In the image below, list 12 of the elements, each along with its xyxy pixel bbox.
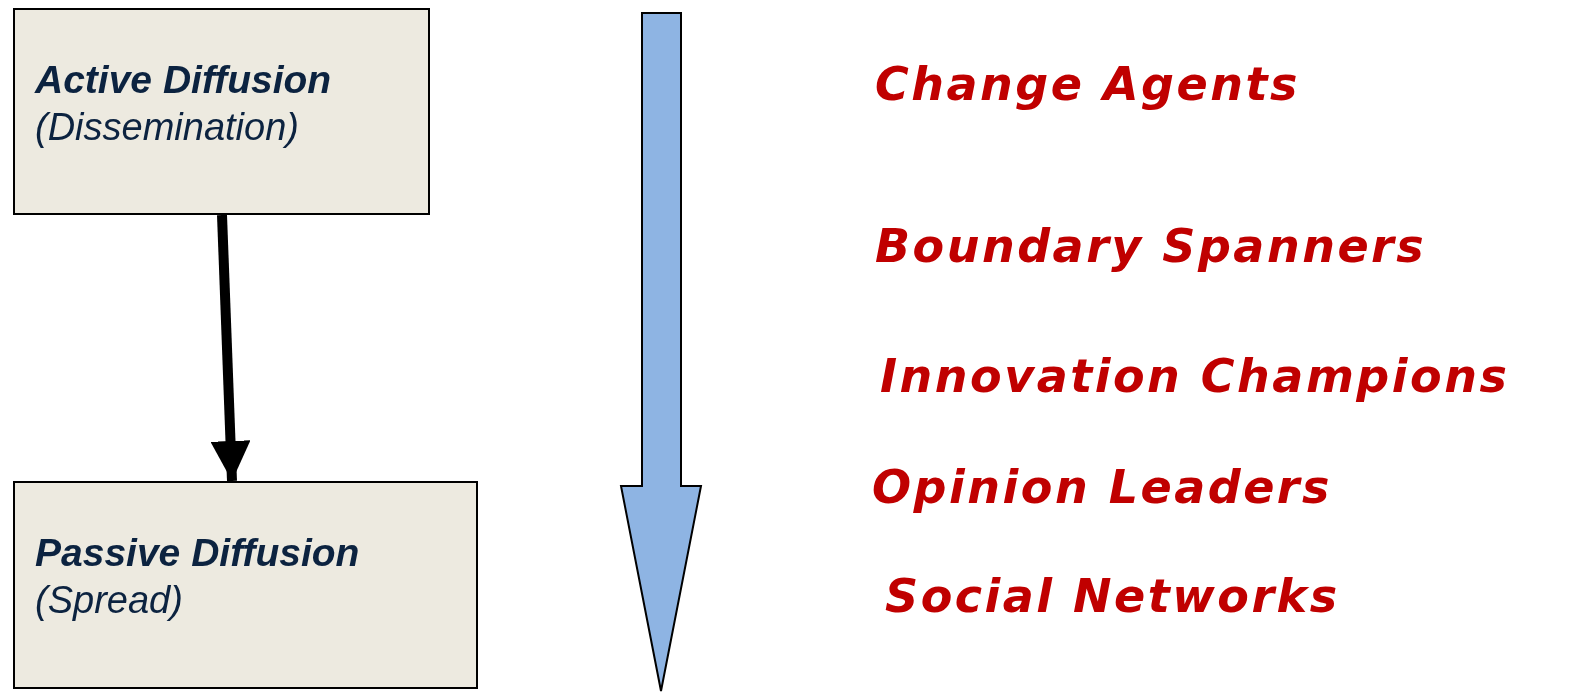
role-label: Opinion Leaders [872,460,1332,514]
box-subtitle: (Spread) [35,579,183,622]
box-title: Passive Diffusion [35,531,360,575]
process-box [13,8,430,215]
role-label: Social Networks [885,569,1340,623]
box-subtitle: (Dissemination) [35,106,299,149]
arrow [210,214,251,482]
process-box [13,481,478,689]
role-label: Innovation Champions [880,349,1510,403]
box-title: Active Diffusion [35,58,332,102]
role-label: Change Agents [875,57,1300,111]
role-label: Boundary Spanners [875,219,1427,273]
